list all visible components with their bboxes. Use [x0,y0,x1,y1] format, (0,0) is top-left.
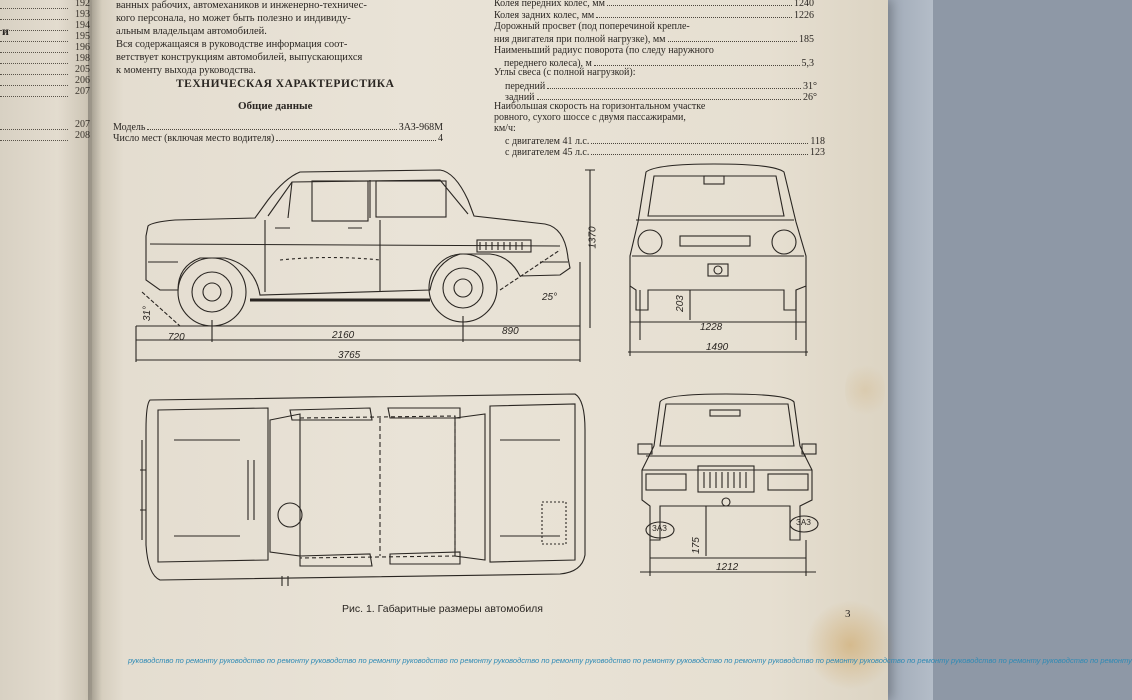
spec-speed-41: с двигателем 41 л.с.118 [505,136,825,147]
top-view [140,393,586,586]
dim-angle-rear: 25° [542,292,558,303]
spec-clearance-line: Дорожный просвет (под поперечиной крепле… [494,21,690,32]
intro-line: ветствует конструкциям автомобилей, выпу… [116,52,363,63]
dim-wheelbase: 2160 [332,330,355,341]
front-view [628,163,808,356]
book-gutter [88,0,102,700]
badge-left: ЗАЗ [652,524,667,533]
spec-speed-line: км/ч: [494,123,516,134]
toc-number: 205 [75,64,90,75]
toc-number: 208 [75,130,90,141]
dim-angle-front: 31° [142,305,154,322]
dim-height: 1370 [587,226,599,249]
intro-paragraph: ванных рабочих, автомехаников и инженерн… [116,0,461,78]
dim-rear-clearance: 175 [690,537,702,554]
spec-overhang-title: Углы свеса (с полной нагрузкой): [494,67,636,78]
right-page [92,0,888,700]
page-number: 3 [845,608,851,620]
dim-front-clearance: 203 [674,295,686,312]
specs-heading: ТЕХНИЧЕСКАЯ ХАРАКТЕРИСТИКА [176,78,395,90]
toc-number: 196 [75,42,90,53]
toc-number: 194 [75,20,90,31]
spec-radius-line: Наименьший радиус поворота (по следу нар… [494,45,714,56]
toc-number: 207 [75,86,90,97]
rear-view [637,393,819,576]
dim-rear-overhang: 890 [502,326,519,337]
footer-watermark: руководство по ремонту руководство по ре… [128,656,1132,665]
dim-front-track: 1228 [700,322,723,333]
badge-right: ЗАЗ [796,518,811,527]
dim-rear-track: 1212 [716,562,739,573]
toc-number: 192 [75,0,90,9]
dim-length: 3765 [338,350,361,361]
dim-width: 1490 [706,342,729,353]
spec-seats: Число мест (включая место водителя)4 [113,133,443,144]
toc-number: 198 [75,53,90,64]
side-view [135,169,595,362]
figure-caption: Рис. 1. Габаритные размеры автомобиля [342,603,543,615]
toc-number: 207 [75,119,90,130]
spec-speed-45: с двигателем 45 л.с.123 [505,147,825,158]
left-page: 192 193 194 195 196 198 205 206 207 207 … [0,0,96,700]
spec-speed-line: Наибольшая скорость на горизонтальном уч… [494,101,706,112]
car-dimensions-drawing [135,163,819,586]
dim-front-overhang: 720 [168,332,185,343]
toc-number: 195 [75,31,90,42]
page-stain [845,360,885,420]
intro-line: кого персонала, но может быть полезно и … [116,13,351,24]
intro-line: Вся содержащаяся в руководстве информаци… [116,39,348,50]
page-stain [805,600,895,690]
intro-line: альным владельцам автомобилей. [116,26,267,37]
toc-number: 193 [75,9,90,20]
toc-fragment: и [2,24,9,38]
toc-number: 206 [75,75,90,86]
intro-line: ванных рабочих, автомехаников и инженерн… [116,0,367,11]
intro-line: к моменту выхода руководства. [116,65,256,76]
spec-speed-line: ровного, сухого шоссе с двумя пассажирам… [494,112,686,123]
specs-subheading: Общие данные [238,100,313,112]
